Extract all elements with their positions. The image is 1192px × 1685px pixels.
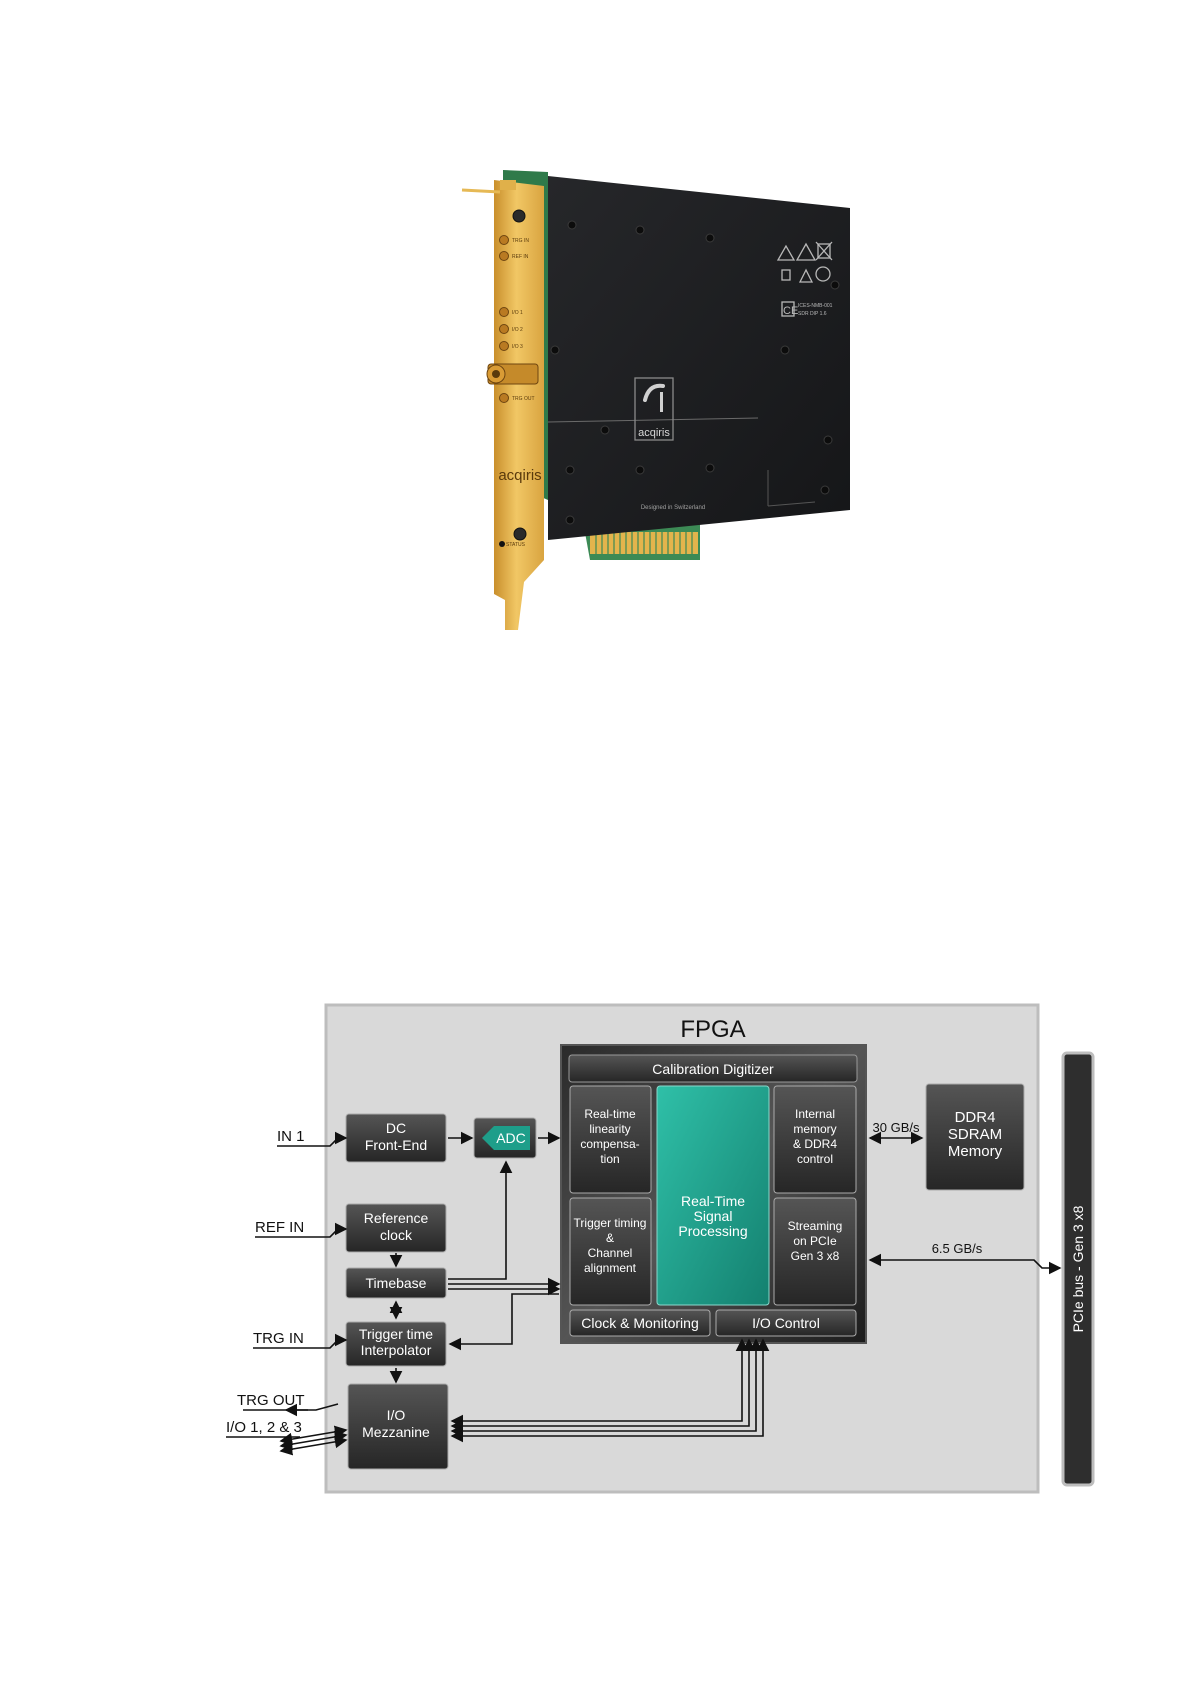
ref-in-label: REF IN — [255, 1219, 304, 1236]
rtsp-block — [656, 1085, 770, 1306]
in1-label: IN 1 — [277, 1128, 305, 1145]
clock-monitoring-label: Clock & Monitoring — [581, 1315, 699, 1331]
trigger-timing-block — [569, 1197, 652, 1306]
plate-screws — [550, 220, 840, 525]
rtsp-line-3: Processing — [678, 1223, 747, 1239]
small-connectors — [499, 235, 509, 403]
bracket-screw-bottom — [513, 527, 527, 541]
io-control-block — [715, 1309, 857, 1337]
streaming-line-2: on PCIe — [793, 1234, 837, 1248]
linearity-line-1: Real-time — [584, 1107, 636, 1121]
bracket-label-ref-in: REF IN — [512, 254, 529, 260]
rate-memory-label: 30 GB/s — [873, 1120, 920, 1135]
ddr4-line-2: SDRAM — [948, 1126, 1002, 1143]
ddr4-line-1: DDR4 — [955, 1109, 996, 1126]
trigger-interpolator-line-2: Interpolator — [361, 1342, 432, 1358]
dc-front-end-line-2: Front-End — [365, 1137, 427, 1153]
streaming-line-3: Gen 3 x8 — [791, 1249, 840, 1263]
linearity-line-4: tion — [600, 1152, 619, 1166]
plate-brand-text: acqiris — [638, 427, 670, 439]
calibration-digitizer-label: Calibration Digitizer — [652, 1061, 774, 1077]
ce-mark: CE — [783, 305, 798, 317]
pcie-bus-bar — [1061, 1051, 1095, 1487]
reference-clock-line-1: Reference — [364, 1210, 429, 1226]
internal-memory-line-4: control — [797, 1152, 833, 1166]
reference-clock-line-2: clock — [380, 1227, 413, 1243]
timebase-label: Timebase — [366, 1275, 427, 1291]
rtsp-line-1: Real-Time — [681, 1193, 745, 1209]
trg-out-label: TRG OUT — [237, 1392, 305, 1409]
linearity-line-2: linearity — [589, 1122, 630, 1136]
bracket-label-io3: I/O 3 — [512, 344, 523, 350]
linearity-block — [569, 1085, 652, 1194]
heatsink-plate — [548, 176, 850, 540]
bracket-label-trg-in: TRG IN — [512, 238, 529, 244]
mezz-ioc-line-4 — [450, 1338, 770, 1443]
dc-front-end-line-1: DC — [386, 1120, 406, 1136]
internal-memory-line-2: memory — [793, 1122, 836, 1136]
ddr4-memory-block — [925, 1083, 1025, 1191]
bracket-screw-top — [512, 209, 526, 223]
trigger-timing-line-3: Channel — [588, 1246, 633, 1260]
io-control-label: I/O Control — [752, 1315, 820, 1331]
bracket-label-io2: I/O 2 — [512, 327, 523, 333]
plate-logo: acqiris — [634, 377, 674, 441]
rate-pcie-label: 6.5 GB/s — [932, 1241, 983, 1256]
adc-label: ADC — [496, 1130, 526, 1146]
plate-marking-1: ICES-NMB-001 — [798, 303, 833, 309]
calibration-digitizer-block — [568, 1054, 858, 1083]
internal-memory-line-3: & DDR4 — [793, 1137, 837, 1151]
trigger-timing-line-4: alignment — [584, 1261, 637, 1275]
io-mezzanine-block — [347, 1383, 449, 1470]
plate-footer-text: Designed in Switzerland — [641, 505, 705, 511]
bracket-label-io1: I/O 1 — [512, 310, 523, 316]
internal-memory-line-1: Internal — [795, 1107, 835, 1121]
internal-memory-block — [773, 1085, 857, 1194]
timebase-block — [345, 1267, 447, 1299]
io-mezzanine-line-2: Mezzanine — [362, 1424, 430, 1440]
trigger-interpolator-line-1: Trigger time — [359, 1326, 433, 1342]
ddr4-line-3: Memory — [948, 1143, 1003, 1160]
pcie-bus-label: PCIe bus - Gen 3 x8 — [1070, 1205, 1086, 1332]
io-mezzanine-line-1: I/O — [387, 1407, 406, 1423]
adc-symbol — [482, 1126, 530, 1150]
clock-monitoring-block — [569, 1309, 711, 1337]
linearity-line-3: compensa- — [580, 1137, 639, 1151]
gold-bracket — [494, 180, 544, 630]
io3-line — [279, 1435, 348, 1456]
trigger-timing-line-1: Trigger timing — [574, 1216, 647, 1230]
timebase-to-adc-line — [448, 1160, 513, 1280]
plate-marking-2: SDR DIP 1.6 — [798, 311, 827, 317]
io123-label: I/O 1, 2 & 3 — [226, 1419, 302, 1436]
bracket-label-trg-out: TRG OUT — [512, 396, 535, 402]
status-led — [499, 541, 505, 547]
rtsp-line-2: Signal — [694, 1208, 733, 1224]
bracket-brand-text: acqiris — [498, 467, 541, 484]
streaming-line-1: Streaming — [788, 1219, 843, 1233]
trg-in-label: TRG IN — [253, 1330, 304, 1347]
bracket-label-status: STATUS — [506, 542, 526, 548]
fpga-title: FPGA — [680, 1016, 745, 1043]
trigger-timing-line-2: & — [606, 1231, 614, 1245]
streaming-block — [773, 1197, 857, 1306]
pcie-link-line — [868, 1253, 1062, 1275]
regulatory-icons — [776, 241, 833, 317]
connections — [226, 1131, 1062, 1456]
sma-input-connector — [486, 363, 539, 385]
